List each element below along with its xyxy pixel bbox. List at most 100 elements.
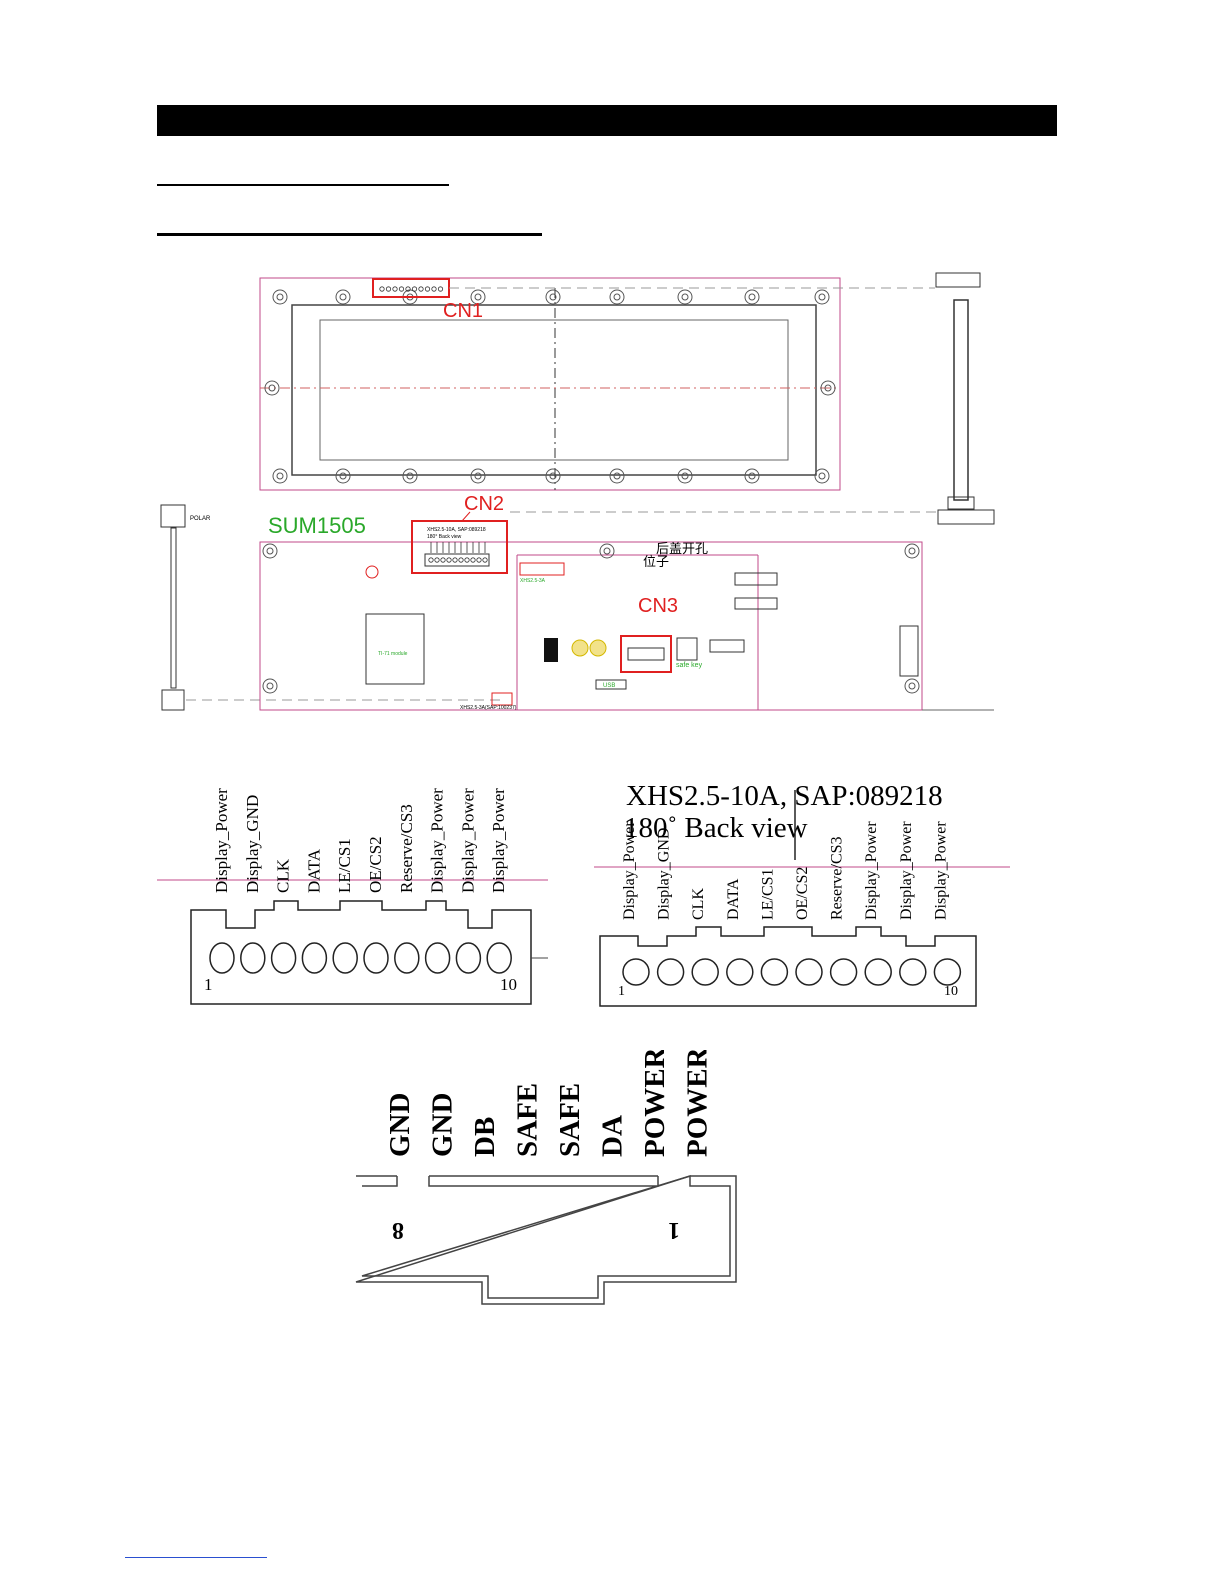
- cn1-pin: [418, 286, 424, 292]
- cn1-pin: [392, 286, 398, 292]
- mounting-hole: [908, 682, 916, 690]
- usb-port: [595, 679, 627, 690]
- cn3-box: [620, 635, 672, 673]
- mounting-hole: [904, 678, 920, 694]
- mounting-hole: [335, 468, 351, 484]
- cn3-label: CN3: [638, 595, 678, 617]
- cn1-label: CN1: [443, 300, 483, 322]
- connector-bottom-pin-label: SAFE: [554, 1083, 586, 1157]
- small-connector-label: XHS2.5-3A: [520, 578, 546, 584]
- cn1-pin: [385, 286, 392, 292]
- mounting-hole: [609, 468, 625, 484]
- mounting-hole: [818, 472, 826, 480]
- connector-bottom-pin-label: GND: [427, 1093, 459, 1157]
- mounting-hole: [609, 289, 625, 305]
- safe-key-connector: [676, 637, 698, 661]
- display-outline: [259, 277, 841, 491]
- connector-bottom-pin-label: POWER: [682, 1050, 714, 1157]
- cn1-pins: [379, 286, 444, 292]
- cn2-small-view: 180° Back view: [427, 534, 462, 540]
- connector-right-diagram: XHS2.5-10A, SAP:089218 180˚ Back view Di…: [594, 780, 1010, 1007]
- mounting-hole: [545, 289, 561, 305]
- mounting-hole: [339, 293, 347, 301]
- connector-right-pin: [899, 958, 927, 986]
- mounting-hole: [262, 678, 278, 694]
- mounting-hole: [681, 472, 689, 480]
- connector-bottom-pin-label: SAFE: [512, 1083, 544, 1157]
- connector-right-pin: [726, 958, 754, 986]
- pin-8-label: 8: [392, 1217, 404, 1243]
- mounting-hole: [266, 682, 274, 690]
- connector-left-pin-label: Reserve/CS3: [397, 804, 416, 893]
- mounting-hole: [904, 543, 920, 559]
- mounting-hole: [744, 289, 760, 305]
- connector-right-pin: [656, 958, 685, 986]
- footer-rule: [125, 1557, 267, 1558]
- cn2-pin: [476, 557, 482, 563]
- rear-cover-pos-label: 位子: [643, 554, 669, 569]
- component: [571, 639, 589, 657]
- mounting-hole: [276, 472, 284, 480]
- connector-right-pin-label: Display_Power: [932, 821, 949, 920]
- usb-label: USB: [603, 683, 615, 689]
- mounting-hole: [820, 380, 836, 396]
- mounting-hole: [549, 472, 557, 480]
- connector-left-pin: [363, 942, 389, 974]
- section-rule: [157, 184, 449, 186]
- pcb-mounting-holes: [262, 543, 920, 694]
- connector-left-pin-label: Display_GND: [243, 795, 262, 893]
- connector-left-housing: [190, 900, 532, 1005]
- mounting-hole: [748, 293, 756, 301]
- cn2-pin: [428, 557, 434, 563]
- pin-1-label: 1: [204, 975, 213, 994]
- pcb-outline: [259, 541, 923, 711]
- connector-right-pin-label: Display_Power: [863, 821, 880, 920]
- safe-key-label: safe key: [676, 662, 703, 669]
- connector-bottom-pin-label: GND: [384, 1093, 416, 1157]
- mounting-hole: [908, 547, 916, 555]
- display-bezel: [291, 304, 817, 476]
- connector-left-pin-label: OE/CS2: [366, 836, 385, 893]
- connector-right-pin: [864, 958, 892, 986]
- connector-right-pin-label: LE/CS1: [759, 868, 776, 920]
- mounting-hole: [545, 468, 561, 484]
- cn1-pin: [424, 286, 431, 292]
- mounting-hole: [272, 468, 288, 484]
- connector-left-pin-label: Display_Power: [212, 788, 231, 893]
- connector-left-pin: [394, 942, 420, 974]
- mounting-hole: [814, 289, 830, 305]
- cn2-pin: [434, 557, 440, 563]
- header-bar: [157, 105, 1057, 136]
- connector-bottom-pin-label: DB: [469, 1117, 501, 1157]
- mounting-hole: [677, 468, 693, 484]
- connector-left-pins: [209, 942, 512, 974]
- side-connector: [935, 272, 981, 288]
- mounting-hole: [549, 293, 557, 301]
- connector-bottom-housing-outer: [355, 1175, 737, 1305]
- component: [589, 639, 607, 657]
- cn2-body: [424, 553, 490, 567]
- mounting-hole: [266, 547, 274, 555]
- connector-outline: [899, 625, 919, 677]
- mounting-hole: [272, 289, 288, 305]
- cn1-pin: [379, 286, 385, 292]
- mounting-hole: [264, 380, 280, 396]
- rear-cover-hole-label: 后盖开孔: [656, 541, 708, 556]
- connector-right-pin: [933, 958, 962, 986]
- small-connector: [491, 692, 513, 706]
- connector-left-pin-label: CLK: [274, 858, 293, 893]
- mounting-hole: [276, 293, 284, 301]
- mounting-hole: [818, 293, 826, 301]
- mounting-hole: [470, 468, 486, 484]
- mounting-hole: [677, 289, 693, 305]
- mounting-hole: [744, 468, 760, 484]
- connector-right-pin-label: Reserve/CS3: [829, 836, 846, 920]
- buzzer-symbol: [365, 565, 379, 579]
- cn2-box: [411, 520, 508, 574]
- mounting-hole: [681, 293, 689, 301]
- module-outline: [365, 613, 425, 685]
- mounting-hole: [824, 384, 832, 392]
- connector-outline: [734, 597, 778, 610]
